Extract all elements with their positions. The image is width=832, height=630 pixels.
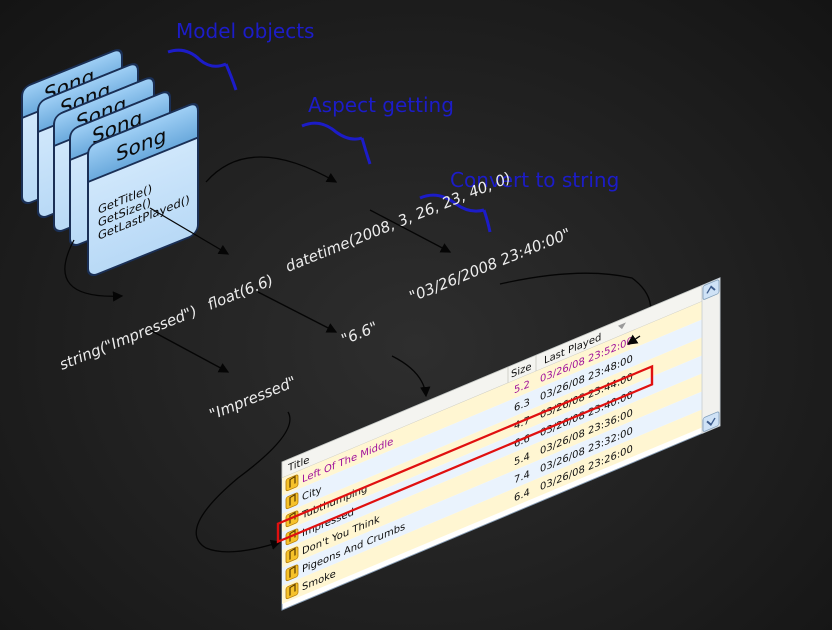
label-aspect-getting: Aspect getting [308, 93, 454, 117]
music-note-icon [285, 474, 299, 492]
value-title-string: "Impressed" [207, 373, 299, 424]
arrow-convert-size [257, 291, 338, 333]
arrow-convert-title [149, 329, 230, 373]
arrow-get-date [205, 156, 338, 183]
brace-convert-to-string [419, 193, 492, 233]
label-convert-to-string: Convert to string [450, 168, 619, 192]
value-date-string: "03/26/2008 23:40:00" [407, 224, 574, 305]
vertical-scrollbar[interactable] [701, 277, 721, 435]
chevron-up-icon [706, 285, 716, 294]
music-note-icon [285, 582, 299, 600]
list-row-background [282, 391, 702, 586]
label-model-objects: Model objects [176, 19, 314, 43]
value-title-raw: string("Impressed") [57, 302, 200, 374]
list-row-background [282, 373, 702, 568]
song-list-view: Title Size Last Played Left Of The Middl… [276, 277, 721, 611]
arrow-convert-date [369, 209, 452, 253]
value-size-raw: float(6.6) [205, 271, 276, 314]
scroll-down-button[interactable] [702, 411, 720, 432]
arrow-place-size [391, 355, 431, 398]
scroll-up-button[interactable] [702, 279, 720, 300]
arrow-get-size [149, 207, 230, 255]
arrow-place-title [195, 411, 291, 553]
list-row-background [282, 409, 702, 604]
song-card-front: Song GetTitle() GetSize() GetLastPlayed(… [87, 103, 199, 277]
value-size-string: "6.6" [339, 318, 381, 349]
selection-highlight-box [276, 364, 654, 544]
music-note-icon [285, 546, 299, 564]
sort-arrow-icon[interactable] [618, 322, 626, 330]
arrow-into-selection [626, 334, 641, 345]
list-row-background [282, 319, 702, 514]
brace-model-objects [167, 48, 238, 91]
music-note-icon [285, 492, 299, 510]
song-card-stack: Song Song Song Song Song GetTitle() GetS… [21, 49, 199, 277]
brace-aspect-getting [301, 121, 372, 165]
list-row-background [282, 301, 702, 496]
arrow-get-title [64, 239, 124, 302]
music-note-icon [285, 564, 299, 582]
chevron-down-icon [706, 417, 716, 426]
